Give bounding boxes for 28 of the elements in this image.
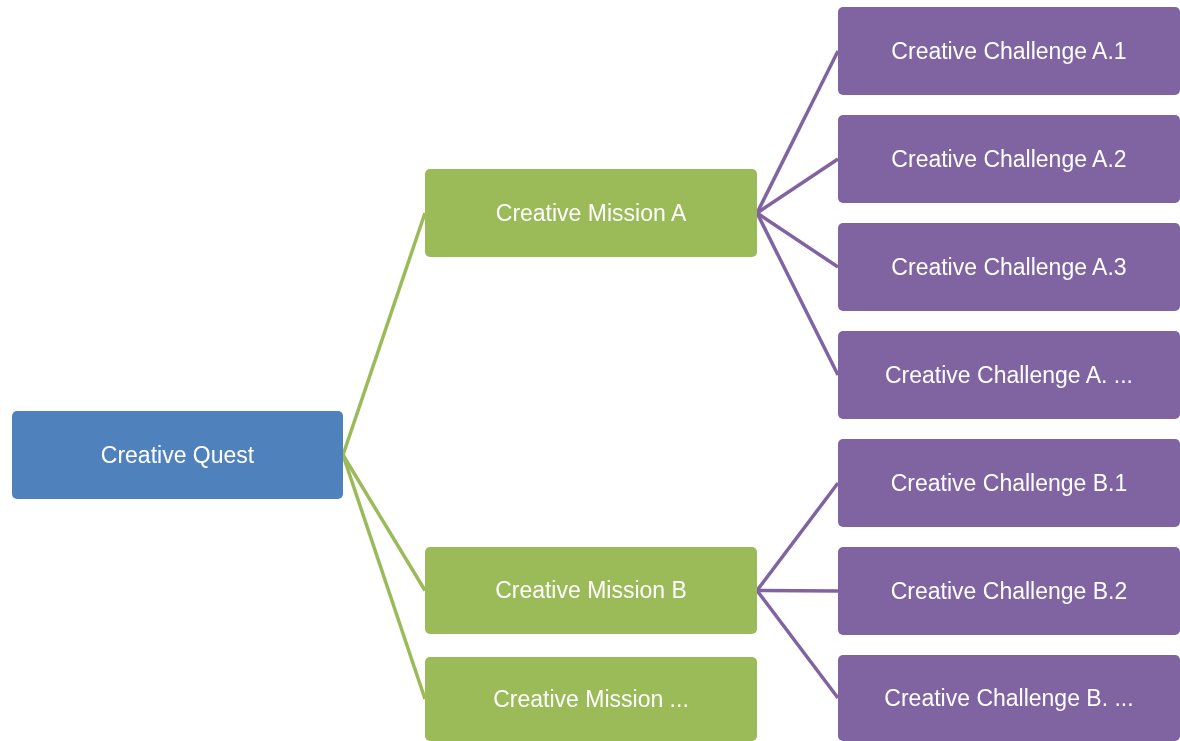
node-label: Creative Challenge A.3: [891, 253, 1127, 281]
node-label: Creative Challenge A. ...: [885, 361, 1133, 389]
connector-line: [757, 588, 838, 593]
node-label: Creative Challenge B.1: [890, 469, 1128, 497]
node-label: Creative Challenge A.2: [891, 145, 1127, 173]
connector-line: [341, 212, 427, 456]
connector-line: [756, 211, 839, 269]
node-label: Creative Challenge B.2: [890, 577, 1128, 605]
mission-box: [425, 547, 757, 634]
connector-line: [756, 157, 839, 215]
node-label: Creative Mission ...: [493, 685, 689, 713]
challenge-box: [838, 655, 1180, 741]
challenge-box: [838, 115, 1180, 203]
challenge-box: [838, 331, 1180, 419]
connector-line: [755, 589, 840, 700]
mission-box: [425, 657, 757, 741]
topic-box: [12, 411, 343, 499]
node-label: Creative Challenge A.1: [891, 37, 1127, 65]
challenge-box: [838, 547, 1180, 635]
challenge-box: [838, 439, 1180, 527]
mission-box: [425, 169, 757, 257]
node-label: Creative Challenge B. ...: [884, 684, 1134, 712]
challenge-box: [838, 223, 1180, 311]
connector-line: [755, 481, 840, 592]
challenge-box: [838, 7, 1180, 95]
node-label: Creative Quest: [100, 441, 255, 469]
node-label: Creative Mission A: [495, 199, 687, 227]
node-label: Creative Mission B: [495, 577, 687, 604]
